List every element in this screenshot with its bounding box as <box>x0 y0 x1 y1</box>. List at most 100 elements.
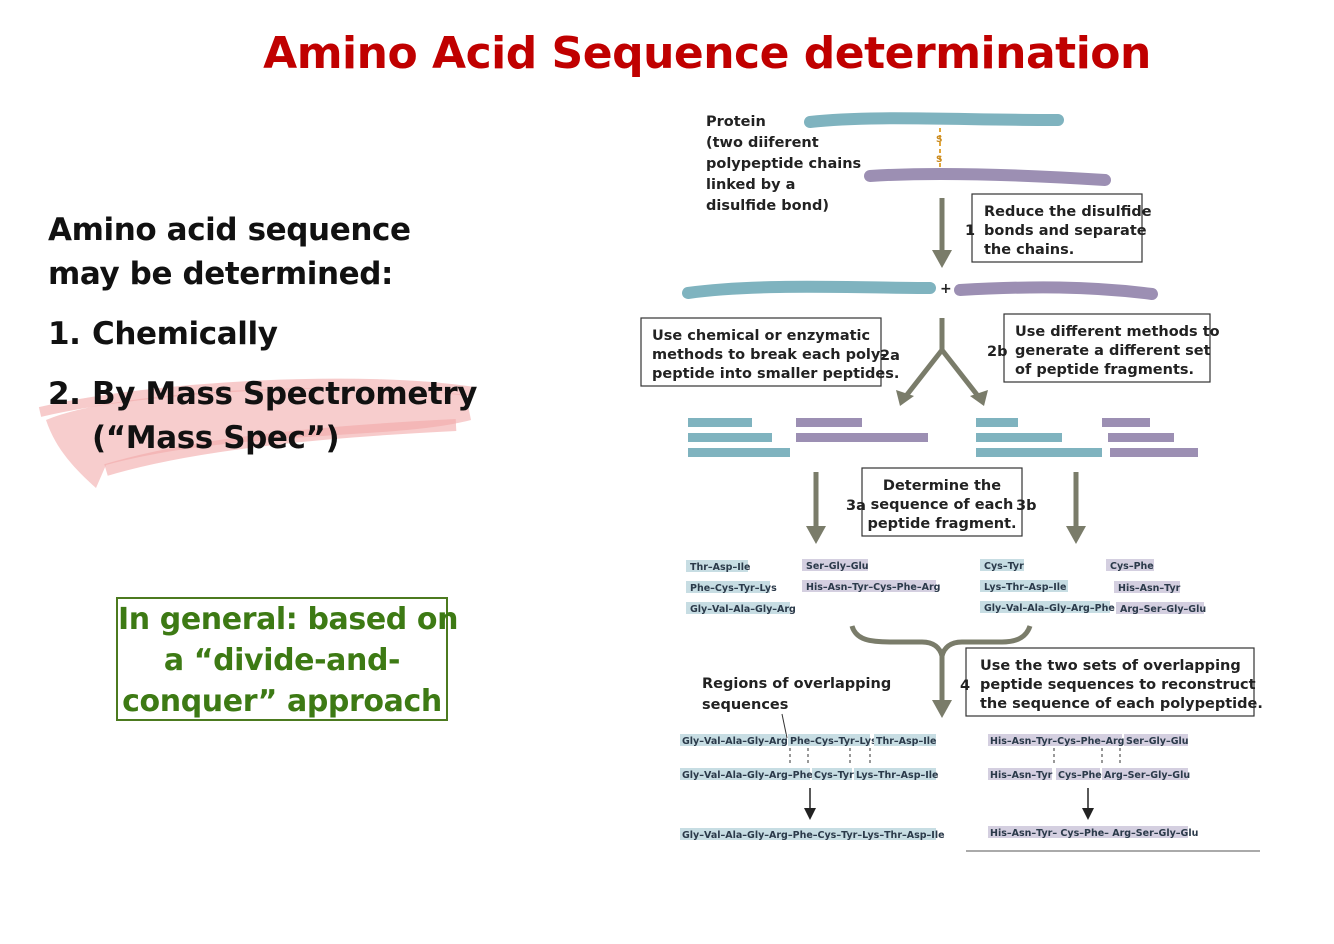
sulfur-label-1: S <box>936 135 942 145</box>
step4-line-2: peptide sequences to reconstruct <box>980 677 1256 693</box>
list-number: 2. <box>48 376 81 412</box>
step2a-number: 2a <box>880 348 900 364</box>
teal-final-sequence: Gly–Val–Ala–Gly–Arg–Phe–Cys–Tyr–Lys–Thr–… <box>682 830 945 841</box>
protein-label-line-5: disulfide bond) <box>706 198 829 214</box>
sequence-label: Gly–Val–Ala–Gly–Arg <box>690 604 796 615</box>
fragment-bars-a <box>688 418 928 457</box>
step2b-line-3: of peptide fragments. <box>1015 362 1194 378</box>
step3a-number: 3a <box>846 498 866 514</box>
fragment-bar <box>976 418 1018 427</box>
list-text-2: (“Mass Spec”) <box>92 420 340 456</box>
list-text: By Mass Spectrometry <box>92 376 478 412</box>
protein-label-line-1: Protein <box>706 114 766 130</box>
purple-reconstruction: His–Asn–Tyr–Cys–Phe–Arg Ser–Gly–Glu His–… <box>988 734 1198 839</box>
sequence-label: Arg–Ser–Gly–Glu <box>1120 604 1206 615</box>
step1-line-2: bonds and separate <box>984 223 1147 239</box>
fragment-bar <box>796 418 862 427</box>
general-line-1: In general: based on <box>118 602 459 637</box>
intro-text: Amino acid sequence may be determined: <box>48 208 568 296</box>
step3b-arrowhead <box>1066 526 1086 544</box>
sequence-label: Cys–Phe <box>1110 561 1154 572</box>
step3-line-2: sequence of each <box>871 497 1014 513</box>
protein-label-line-4: linked by a <box>706 177 795 193</box>
page-title: Amino Acid Sequence determination <box>263 28 1151 79</box>
overlap-label: Regions of overlapping sequences <box>702 676 891 739</box>
step3-box: 3a 3b Determine the sequence of each pep… <box>846 467 1036 537</box>
sequence-label: Ser–Gly–Glu <box>1126 736 1189 747</box>
step2a-line-1: Use chemical or enzymatic <box>652 328 870 344</box>
sequence-list-b-teal: Cys–Tyr Lys–Thr–Asp–Ile Gly–Val–Ala–Gly–… <box>980 559 1115 614</box>
step2b-line-2: generate a different set <box>1015 343 1211 359</box>
fragment-bar <box>1108 433 1174 442</box>
step2a-line-3: peptide into smaller peptides. <box>652 366 899 382</box>
step3a-arrowhead <box>806 526 826 544</box>
step4-arrowhead <box>932 700 952 718</box>
general-line-3: conquer” approach <box>122 684 442 719</box>
fragment-bar <box>796 433 928 442</box>
protein-label-line-2: (two diiferent <box>706 135 819 151</box>
step3-line-3: peptide fragment. <box>867 516 1016 532</box>
list-number: 1. <box>48 316 81 352</box>
protein-label: Protein (two diiferent polypeptide chain… <box>706 114 861 214</box>
step1-box: 1 Reduce the disulfide bonds and separat… <box>965 193 1152 263</box>
general-approach-box: In general: based on a “divide-and- conq… <box>116 597 459 721</box>
sequence-label: Thr–Asp–Ile <box>690 562 750 573</box>
sequence-label: His–Asn–Tyr–Cys–Phe–Arg <box>990 736 1124 747</box>
sequence-label: Ser–Gly–Glu <box>806 561 869 572</box>
step3b-number: 3b <box>1016 498 1036 514</box>
sequence-list-a-purple: Ser–Gly–Glu His–Asn–Tyr–Cys–Phe–Arg <box>802 559 940 593</box>
sequence-label: His–Asn–Tyr <box>1118 583 1181 594</box>
sequence-label: His–Asn–Tyr–Cys–Phe–Arg <box>806 582 940 593</box>
intro-line-2: may be determined: <box>48 256 394 292</box>
intro-line-1: Amino acid sequence <box>48 212 411 248</box>
sequence-label: Gly–Val–Ala–Gly–Arg–Phe <box>682 770 813 781</box>
step2b-box: 2b Use different methods to generate a d… <box>987 313 1220 383</box>
step4-box: 4 Use the two sets of overlapping peptid… <box>960 647 1263 717</box>
step4-line-1: Use the two sets of overlapping <box>980 658 1241 674</box>
separated-chain-teal <box>682 280 936 299</box>
fragment-bar <box>1110 448 1198 457</box>
overlap-label-line-1: Regions of overlapping <box>702 676 891 692</box>
fragment-bars-b <box>976 418 1198 457</box>
left-text: Amino acid sequence may be determined: 1… <box>48 208 568 460</box>
fragment-bar <box>688 448 790 457</box>
sequence-label: Cys–Tyr <box>984 561 1024 572</box>
list-text: Chemically <box>92 316 278 352</box>
sequence-label: Phe–Cys–Tyr–Lys <box>690 583 777 594</box>
sequence-label: Gly–Val–Ala–Gly–Arg–Phe <box>984 603 1115 614</box>
fragment-bar <box>688 418 752 427</box>
sulfur-label-2: S <box>936 155 942 165</box>
step2b-line-1: Use different methods to <box>1015 324 1220 340</box>
list-item-mass-spec: 2. By Mass Spectrometry (“Mass Spec”) <box>48 372 568 460</box>
protein-chain-purple <box>864 167 1111 186</box>
sequence-list-a-teal: Thr–Asp–Ile Phe–Cys–Tyr–Lys Gly–Val–Ala–… <box>686 560 796 615</box>
step1-line-1: Reduce the disulfide <box>984 204 1152 220</box>
step1-number: 1 <box>965 223 975 239</box>
sequence-list-b-purple: Cys–Phe His–Asn–Tyr Arg–Ser–Gly–Glu <box>1106 559 1206 615</box>
list-item-chemically: 1. Chemically <box>48 312 568 356</box>
general-line-2: a “divide-and- <box>163 643 401 678</box>
step2a-line-2: methods to break each poly- <box>652 347 886 363</box>
fragment-bar <box>688 433 772 442</box>
fragment-bar <box>1102 418 1150 427</box>
step1-line-3: the chains. <box>984 242 1074 258</box>
sequencing-diagram: Protein (two diiferent polypeptide chain… <box>630 100 1270 880</box>
plus-sign: + <box>940 281 952 297</box>
step4-line-3: the sequence of each polypeptide. <box>980 696 1263 712</box>
sequence-label: Gly–Val–Ala–Gly–Arg <box>682 736 788 747</box>
sequence-label: Cys–Phe <box>1058 770 1102 781</box>
purple-final-sequence: His–Asn–Tyr– Cys–Phe– Arg–Ser–Gly–Glu <box>990 828 1198 839</box>
split-arrow-right <box>940 348 980 398</box>
step3-line-1: Determine the <box>883 478 1001 494</box>
sequence-label: His–Asn–Tyr <box>990 770 1053 781</box>
highlight-mark <box>38 378 475 488</box>
protein-chain-teal <box>804 112 1064 128</box>
step2a-box: Use chemical or enzymatic methods to bre… <box>640 317 900 387</box>
sequence-label: Phe–Cys–Tyr–Lys <box>790 736 877 747</box>
step2b-number: 2b <box>987 344 1007 360</box>
protein-label-line-3: polypeptide chains <box>706 156 861 172</box>
fragment-bar <box>976 433 1062 442</box>
separated-chain-purple <box>954 281 1158 300</box>
sequence-label: Lys–Thr–Asp–Ile <box>984 582 1066 593</box>
split-arrowhead-left <box>896 390 914 406</box>
